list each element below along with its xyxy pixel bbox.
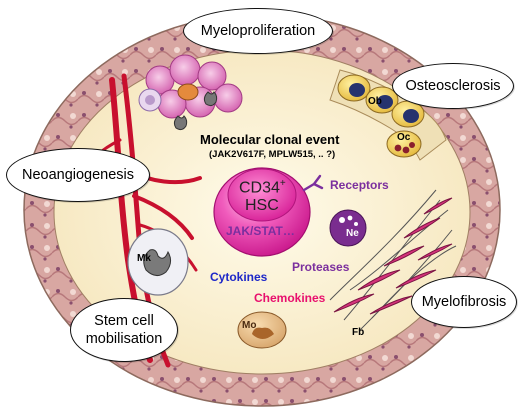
ob-label: Ob [368,96,382,107]
ne-label: Ne [346,228,359,239]
monocyte-cell [237,311,287,349]
mk-label: Mk [137,253,151,264]
myeloproliferation-cluster [138,54,243,131]
proteases-label: Proteases [292,260,350,274]
callout-neoangiogenesis-label: Neoangiogenesis [21,166,135,183]
jak-stat-label: JAK/STAT… [226,224,295,238]
fb-label: Fb [352,327,365,338]
megakaryocyte-cell [127,228,189,296]
callout-myelofibrosis-label: Myelofibrosis [421,293,507,310]
callout-myeloproliferation: Myeloproliferation [183,8,333,54]
callout-myelofibrosis: Myelofibrosis [411,276,517,328]
bone-lining-cells [329,69,447,161]
event-title: Molecular clonal event [200,132,340,147]
event-subtitle: (JAK2V617F, MPLW515, .. ?) [209,149,336,160]
hsc-label-hsc: HSC [245,197,279,214]
callout-osteosclerosis-label: Osteosclerosis [405,77,501,94]
receptors-label: Receptors [330,178,389,192]
hsc-label-cd34-text: CD34 [239,179,280,197]
neutrophil-cell [329,209,367,247]
oc-label: Oc [397,132,411,143]
hsc-label-cd34: CD34+ [239,178,286,197]
callout-neoangiogenesis: Neoangiogenesis [6,148,150,202]
hsc-label-sup: + [279,178,286,189]
callout-stem-cell-mobilisation: Stem cell mobilisation [70,298,178,362]
chemokines-label: Chemokines [254,291,326,305]
hsc-cell [213,167,311,257]
callout-stem-cell-mobilisation-label: Stem cell mobilisation [85,312,163,347]
fibroblast-cells [333,197,453,315]
callout-myeloproliferation-label: Myeloproliferation [200,22,316,39]
mo-label: Mo [242,320,257,331]
receptor-icon [302,174,324,192]
callout-osteosclerosis: Osteosclerosis [392,63,514,109]
cytokines-label: Cytokines [210,270,268,284]
